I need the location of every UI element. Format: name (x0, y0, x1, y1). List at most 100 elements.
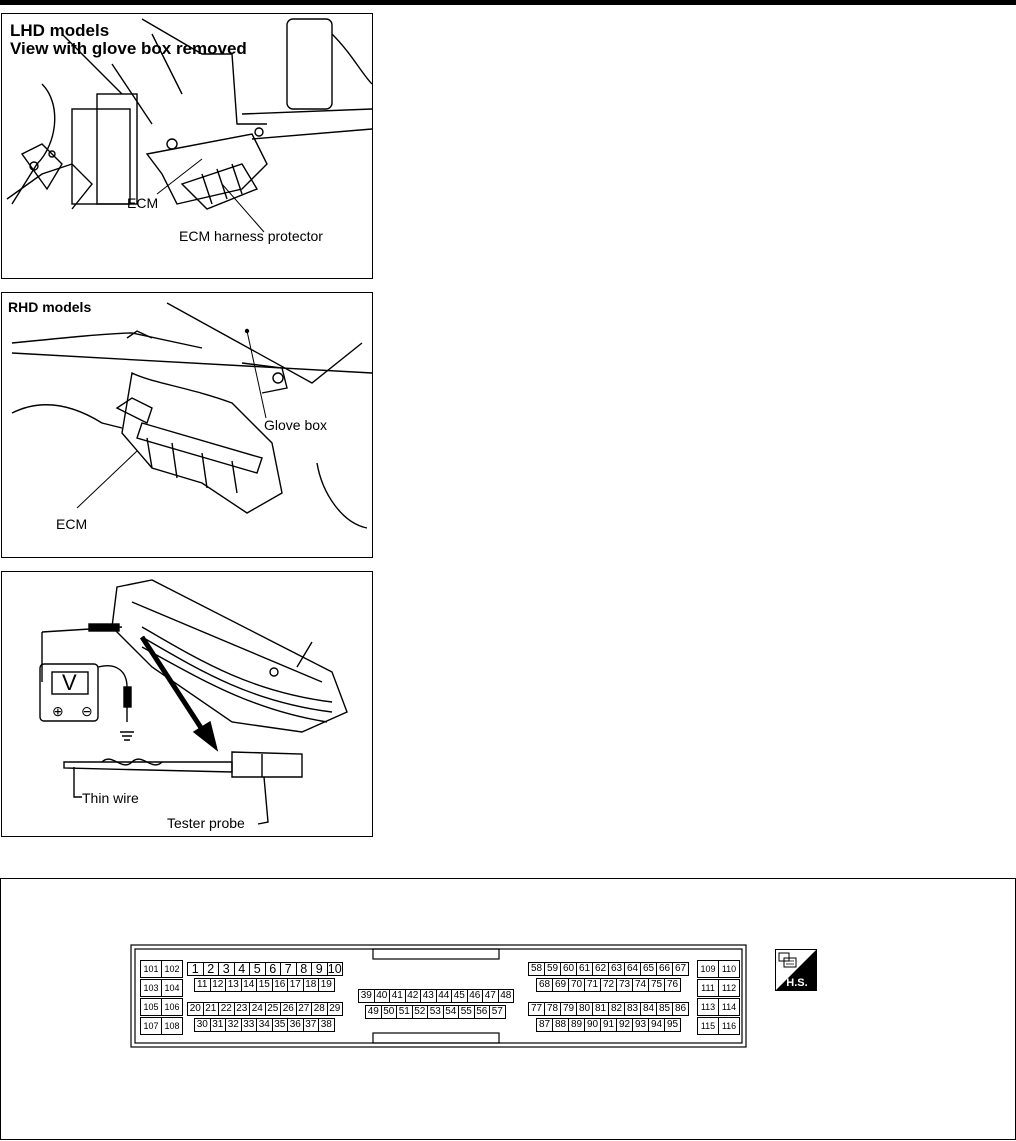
connector-pin-42: 42 (404, 989, 421, 1003)
connector-pin-68: 68 (536, 978, 553, 992)
connector-pin-54: 54 (442, 1005, 459, 1019)
connector-pin-59: 59 (544, 962, 561, 976)
connector-pin-37: 37 (302, 1018, 319, 1032)
meter-plus-terminal: ⊕ (52, 703, 64, 719)
rhd-ecm-label: ECM (56, 516, 88, 532)
connector-pin-16: 16 (271, 978, 288, 992)
connector-pin-90: 90 (584, 1018, 601, 1032)
connector-pin-83: 83 (624, 1002, 641, 1016)
connector-pin-47: 47 (482, 989, 499, 1003)
harness-connector-icon: H.S. (775, 949, 817, 991)
connector-pin-20: 20 (187, 1002, 204, 1016)
rhd-title: RHD models (8, 299, 92, 315)
connector-pin-10: 10 (326, 962, 343, 976)
connector-pin-40: 40 (373, 989, 390, 1003)
connector-pin-112: 112 (718, 979, 740, 997)
connector-pin-74: 74 (632, 978, 649, 992)
connector-pin-6: 6 (264, 962, 281, 976)
connector-pin-107: 107 (140, 1017, 162, 1035)
lhd-title: LHD models (10, 21, 110, 40)
connector-pin-8: 8 (295, 962, 312, 976)
connector-pin-19: 19 (318, 978, 335, 992)
connector-pin-116: 116 (718, 1017, 740, 1035)
connector-pin-104: 104 (161, 979, 183, 997)
connector-pin-58: 58 (528, 962, 545, 976)
hs-badge-label: H.S. (786, 977, 807, 989)
connector-pin-23: 23 (233, 1002, 250, 1016)
connector-pin-2: 2 (202, 962, 219, 976)
connector-pin-49: 49 (365, 1005, 382, 1019)
connector-pin-29: 29 (326, 1002, 343, 1016)
connector-pin-102: 102 (161, 960, 183, 978)
connector-pin-36: 36 (287, 1018, 304, 1032)
connector-pin-4: 4 (233, 962, 250, 976)
connector-pin-111: 111 (697, 979, 719, 997)
connector-pin-46: 46 (466, 989, 483, 1003)
connector-pin-9: 9 (311, 962, 328, 976)
connector-pin-25: 25 (264, 1002, 281, 1016)
connector-pin-79: 79 (560, 1002, 577, 1016)
connector-pin-108: 108 (161, 1017, 183, 1035)
connector-pin-78: 78 (544, 1002, 561, 1016)
connector-pin-86: 86 (672, 1002, 689, 1016)
connector-pin-72: 72 (600, 978, 617, 992)
connector-pin-30: 30 (194, 1018, 211, 1032)
connector-pin-50: 50 (380, 1005, 397, 1019)
connector-pin-87: 87 (536, 1018, 553, 1032)
connector-pin-91: 91 (600, 1018, 617, 1032)
connector-pin-45: 45 (451, 989, 468, 1003)
connector-pin-101: 101 (140, 960, 162, 978)
connector-pin-60: 60 (560, 962, 577, 976)
connector-pin-5: 5 (249, 962, 266, 976)
connector-pin-13: 13 (225, 978, 242, 992)
thin-wire-label: Thin wire (82, 790, 139, 806)
connector-pin-114: 114 (718, 998, 740, 1016)
connector-pin-53: 53 (427, 1005, 444, 1019)
connector-pin-24: 24 (249, 1002, 266, 1016)
connector-pin-38: 38 (318, 1018, 335, 1032)
connector-pin-66: 66 (656, 962, 673, 976)
connector-pin-26: 26 (280, 1002, 297, 1016)
connector-pin-89: 89 (568, 1018, 585, 1032)
connector-pin-12: 12 (209, 978, 226, 992)
page-top-rule (0, 0, 1016, 5)
connector-pin-92: 92 (616, 1018, 633, 1032)
connector-pin-11: 11 (194, 978, 211, 992)
connector-pin-1: 1 (187, 962, 204, 976)
connector-pin-52: 52 (411, 1005, 428, 1019)
connector-pin-57: 57 (489, 1005, 506, 1019)
connector-pin-18: 18 (302, 978, 319, 992)
connector-pin-63: 63 (608, 962, 625, 976)
connector-pin-110: 110 (718, 960, 740, 978)
rhd-illustration (11, 302, 373, 529)
connector-pin-115: 115 (697, 1017, 719, 1035)
connector-pin-43: 43 (420, 989, 437, 1003)
connector-pin-15: 15 (256, 978, 273, 992)
lhd-illustration (6, 18, 373, 233)
connector-outline (130, 944, 747, 1048)
connector-pin-39: 39 (358, 989, 375, 1003)
connector-pin-44: 44 (435, 989, 452, 1003)
connector-pin-65: 65 (640, 962, 657, 976)
probe-illustration (39, 579, 348, 825)
rhd-glovebox-label: Glove box (264, 417, 328, 433)
connector-pin-51: 51 (396, 1005, 413, 1019)
tester-probe-label: Tester probe (167, 815, 245, 831)
connector-pin-71: 71 (584, 978, 601, 992)
connector-pin-35: 35 (271, 1018, 288, 1032)
connector-pin-105: 105 (140, 998, 162, 1016)
connector-pin-28: 28 (311, 1002, 328, 1016)
connector-pin-81: 81 (592, 1002, 609, 1016)
connector-pin-95: 95 (664, 1018, 681, 1032)
connector-pin-17: 17 (287, 978, 304, 992)
connector-pin-76: 76 (664, 978, 681, 992)
connector-pin-106: 106 (161, 998, 183, 1016)
connector-pin-103: 103 (140, 979, 162, 997)
connector-pin-80: 80 (576, 1002, 593, 1016)
connector-pin-93: 93 (632, 1018, 649, 1032)
connector-pin-69: 69 (552, 978, 569, 992)
connector-pin-31: 31 (209, 1018, 226, 1032)
connector-pin-84: 84 (640, 1002, 657, 1016)
connector-pin-70: 70 (568, 978, 585, 992)
connector-pin-64: 64 (624, 962, 641, 976)
